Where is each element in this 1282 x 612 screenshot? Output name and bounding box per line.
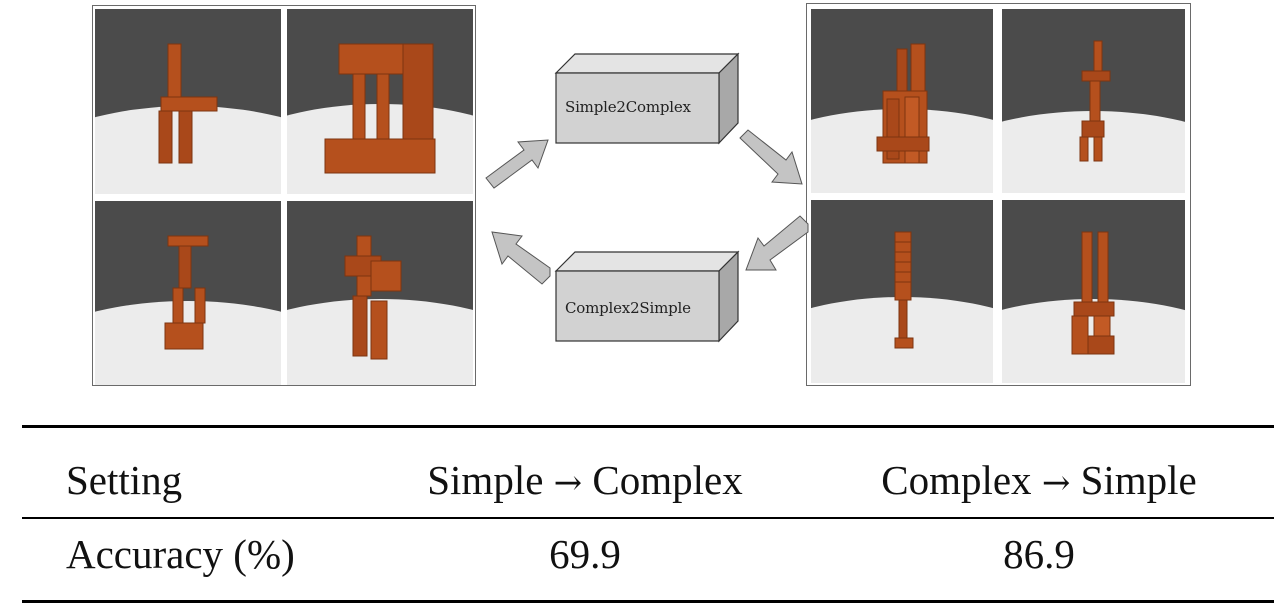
header-setting: Setting <box>66 457 183 503</box>
simple-structure-image-3 <box>95 201 281 385</box>
simple-structure-image-1 <box>95 9 281 194</box>
simple2complex-box: Simple2Complex <box>554 52 740 145</box>
table-mid-rule <box>22 517 1274 519</box>
header-c2s-left: Complex <box>881 457 1032 503</box>
header-s2c-right: Complex <box>592 457 743 503</box>
arrow-down-right-icon <box>738 126 808 190</box>
complex-structure-image-4 <box>1002 200 1185 383</box>
complex-structure-image-2 <box>1002 9 1185 193</box>
right-arrow-icon: → <box>553 463 583 503</box>
header-complex-to-simple: Complex → Simple <box>852 456 1226 504</box>
row-accuracy-label: Accuracy (%) <box>66 531 295 577</box>
arrow-up-right-icon <box>484 136 554 196</box>
complex2simple-label: Complex2Simple <box>565 299 691 317</box>
simple-structure-image-2 <box>287 9 473 194</box>
table-bottom-rule <box>22 600 1274 603</box>
table-top-rule <box>22 425 1274 428</box>
right-arrow-icon: → <box>1041 463 1071 503</box>
complex-structures-panel <box>806 3 1191 386</box>
complex-structure-image-1 <box>811 9 993 193</box>
arrow-down-left-icon <box>742 212 810 274</box>
simple-structures-panel <box>92 5 476 386</box>
accuracy-s2c-value: 69.9 <box>549 531 621 577</box>
header-simple-to-complex: Simple → Complex <box>400 456 770 504</box>
complex2simple-box: Complex2Simple <box>554 250 740 343</box>
complex-structure-image-3 <box>811 200 993 383</box>
header-c2s-right: Simple <box>1080 457 1197 503</box>
simple-structure-image-4 <box>287 201 473 385</box>
header-s2c-left: Simple <box>427 457 544 503</box>
simple2complex-label: Simple2Complex <box>565 98 691 116</box>
accuracy-c2s-value: 86.9 <box>1003 531 1075 577</box>
arrow-up-left-icon <box>488 228 554 288</box>
